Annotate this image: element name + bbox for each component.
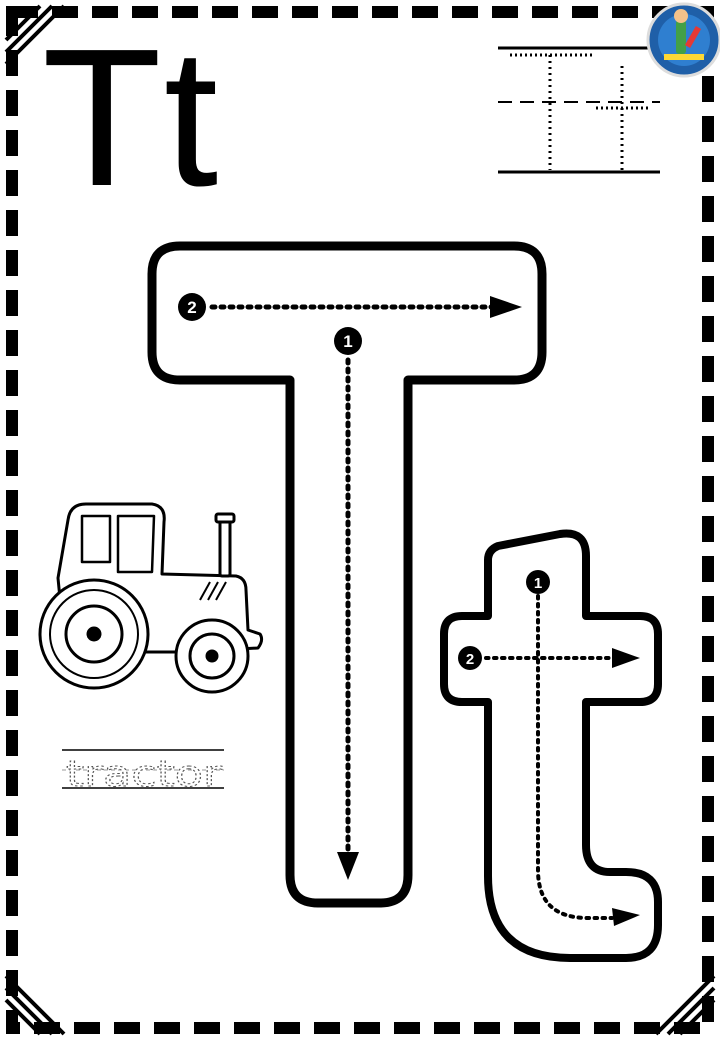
lower-stroke-2-number: 2 bbox=[466, 651, 474, 668]
lower-stroke-2-arrow-icon bbox=[612, 648, 640, 668]
lower-stroke-1-number: 1 bbox=[534, 575, 542, 592]
lower-stroke-1-badge bbox=[526, 570, 550, 594]
logo-badge-icon bbox=[646, 2, 720, 78]
upper-stroke-1-number: 1 bbox=[343, 332, 352, 351]
tractor-icon bbox=[38, 502, 264, 694]
lower-stroke-1-path bbox=[536, 594, 614, 920]
word-trace-guide bbox=[62, 749, 224, 789]
writing-guide bbox=[498, 46, 660, 174]
lowercase-letter-outline bbox=[440, 529, 662, 962]
upper-stroke-2-arrow-icon bbox=[490, 296, 522, 318]
lower-stroke-1-arrow-icon bbox=[612, 908, 640, 926]
letter-heading: Tt bbox=[42, 8, 221, 227]
dashed-border bbox=[6, 6, 714, 1034]
trace-word: tractor bbox=[66, 754, 222, 795]
upper-stroke-1-badge bbox=[334, 327, 362, 355]
corner-stripes-icon bbox=[4, 4, 716, 1036]
lower-stroke-2-badge bbox=[458, 646, 482, 670]
upper-stroke-1-arrow-icon bbox=[337, 852, 359, 880]
upper-stroke-2-number: 2 bbox=[187, 298, 196, 317]
upper-stroke-2-badge bbox=[178, 293, 206, 321]
